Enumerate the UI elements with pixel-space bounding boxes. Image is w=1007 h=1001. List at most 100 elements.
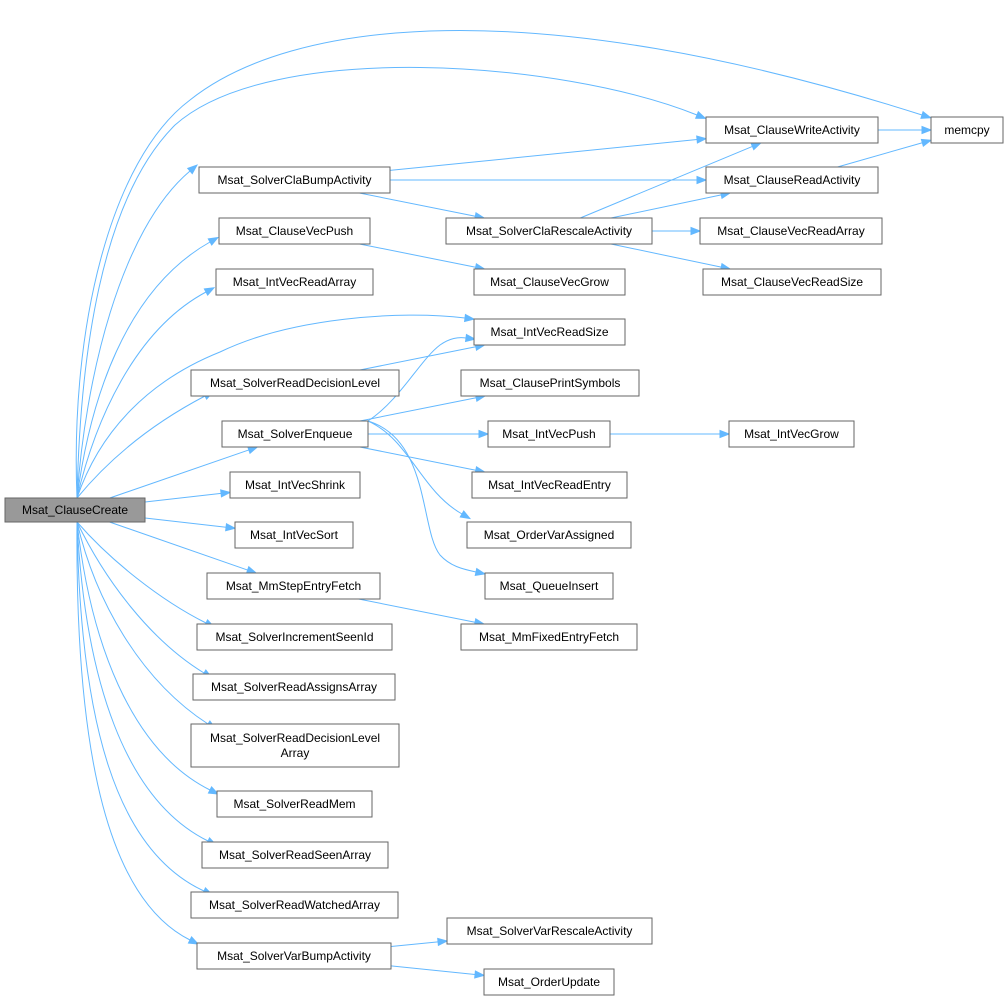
edge-arrowhead (207, 236, 220, 246)
edge-varBump-to-varRescale (390, 937, 449, 948)
node-intReadEntry[interactable]: Msat_IntVecReadEntry (471, 471, 628, 499)
edge-root-to-mmStep (109, 521, 258, 574)
node-printSym[interactable]: Msat_ClausePrintSymbols (460, 369, 640, 397)
node-box (221, 420, 369, 448)
node-readDecLevel[interactable]: Msat_SolverReadDecisionLevel (190, 369, 400, 397)
edge-line (75, 30, 923, 499)
node-box (196, 623, 393, 651)
node-box (190, 891, 399, 919)
node-root[interactable]: Msat_ClauseCreate (4, 497, 146, 523)
node-enqueue[interactable]: Msat_SolverEnqueue (221, 420, 369, 448)
node-box (460, 623, 638, 651)
node-box (206, 572, 381, 600)
edge-root-to-enqueue (109, 446, 259, 499)
node-mmStep[interactable]: Msat_MmStepEntryFetch (206, 572, 381, 600)
node-varBump[interactable]: Msat_SolverVarBumpActivity (196, 942, 392, 970)
edge-root-to-incSeen (76, 521, 216, 628)
edge-enqueue-to-printSym (359, 393, 487, 422)
edge-line (144, 492, 222, 503)
edge-arrowhead (245, 565, 258, 574)
node-queueInsert[interactable]: Msat_QueueInsert (484, 572, 614, 600)
node-intSort[interactable]: Msat_IntVecSort (234, 521, 354, 549)
node-intShrink[interactable]: Msat_IntVecShrink (229, 471, 361, 499)
edge-line (76, 521, 209, 842)
node-vecReadSize[interactable]: Msat_ClauseVecReadSize (702, 268, 882, 296)
edge-line (76, 521, 209, 725)
edge-intPush-to-intGrow (610, 429, 731, 439)
node-label: Msat_SolverReadAssignsArray (211, 680, 377, 694)
edge-readDecLevel-to-intReadSize (359, 342, 486, 371)
edge-line (610, 243, 722, 268)
edge-root-to-readDecLevel (76, 391, 215, 499)
node-claBump[interactable]: Msat_SolverClaBumpActivity (198, 166, 391, 194)
node-box (216, 790, 373, 818)
node-intReadArray[interactable]: Msat_IntVecReadArray (215, 268, 374, 296)
node-orderVarAssigned[interactable]: Msat_OrderVarAssigned (466, 521, 632, 549)
node-label: Msat_IntVecPush (502, 427, 595, 441)
edge-arrowhead (247, 446, 259, 455)
node-label: Msat_SolverVarRescaleActivity (467, 924, 633, 938)
node-label: Msat_SolverEnqueue (238, 427, 353, 441)
node-box (201, 841, 389, 869)
edge-arrowhead (203, 287, 216, 296)
edge-enqueue-to-intPush (368, 429, 490, 439)
edge-root-to-varBump (76, 521, 200, 945)
edge-enqueue-to-orderVarAssigned (367, 420, 472, 520)
node-orderUpdate[interactable]: Msat_OrderUpdate (483, 968, 615, 996)
node-readAssigns[interactable]: Msat_SolverReadAssignsArray (192, 673, 396, 701)
edge-arrowhead (463, 313, 476, 323)
node-incSeen[interactable]: Msat_SolverIncrementSeenId (196, 623, 393, 651)
node-memcpy[interactable]: memcpy (930, 116, 1004, 144)
node-label: Array (281, 746, 310, 760)
node-box (192, 673, 396, 701)
node-label: Msat_IntVecGrow (744, 427, 839, 441)
edge-line (76, 170, 191, 499)
node-box (473, 268, 626, 296)
node-varRescale[interactable]: Msat_SolverVarRescaleActivity (446, 917, 653, 945)
node-box (705, 116, 879, 144)
edge-line (76, 241, 211, 499)
edge-arrowhead (225, 522, 237, 532)
edge-line (358, 598, 476, 623)
edge-writeAct-to-memcpy (878, 125, 933, 135)
edge-claRescale-to-vecReadArray (652, 226, 702, 236)
node-label: Msat_ClauseReadActivity (724, 173, 861, 187)
edge-arrowhead (694, 110, 707, 119)
edge-line (390, 941, 439, 948)
node-vecPush[interactable]: Msat_ClauseVecPush (218, 217, 371, 245)
edge-arrowhead (220, 489, 232, 498)
node-intPush[interactable]: Msat_IntVecPush (487, 420, 611, 448)
edge-enqueue-to-intReadSize (367, 333, 477, 422)
edge-arrowhead (478, 429, 490, 439)
node-box (705, 166, 879, 194)
edge-claRescale-to-readAct (610, 190, 732, 219)
node-claRescale[interactable]: Msat_SolverClaRescaleActivity (445, 217, 653, 245)
node-mmFixed[interactable]: Msat_MmFixedEntryFetch (460, 623, 638, 651)
edge-arrowhead (920, 138, 933, 147)
node-label: Msat_SolverVarBumpActivity (217, 949, 371, 963)
node-box (728, 420, 855, 448)
node-writeAct[interactable]: Msat_ClauseWriteActivity (705, 116, 879, 144)
node-vecGrow[interactable]: Msat_ClauseVecGrow (473, 268, 626, 296)
edge-enqueue-to-queueInsert (367, 420, 487, 577)
node-label: Msat_ClauseVecPush (236, 224, 353, 238)
node-readWatched[interactable]: Msat_SolverReadWatchedArray (190, 891, 399, 919)
edge-line (359, 192, 476, 217)
node-readSeen[interactable]: Msat_SolverReadSeenArray (201, 841, 389, 869)
node-box (471, 471, 628, 499)
node-box (234, 521, 354, 549)
node-readAct[interactable]: Msat_ClauseReadActivity (705, 166, 879, 194)
node-vecReadArray[interactable]: Msat_ClauseVecReadArray (699, 217, 883, 245)
edge-root-to-claBump (76, 164, 198, 499)
node-label: memcpy (944, 123, 989, 137)
edge-root-to-readMem (76, 521, 220, 795)
node-intReadSize[interactable]: Msat_IntVecReadSize (473, 318, 626, 346)
node-label: Msat_MmStepEntryFetch (226, 579, 361, 593)
node-label: Msat_IntVecShrink (245, 478, 346, 492)
edge-root-to-intReadArray (76, 287, 216, 499)
node-intGrow[interactable]: Msat_IntVecGrow (728, 420, 855, 448)
node-readMem[interactable]: Msat_SolverReadMem (216, 790, 373, 818)
edge-arrowhead (187, 935, 200, 945)
node-label: Msat_ClauseVecReadArray (717, 224, 864, 238)
